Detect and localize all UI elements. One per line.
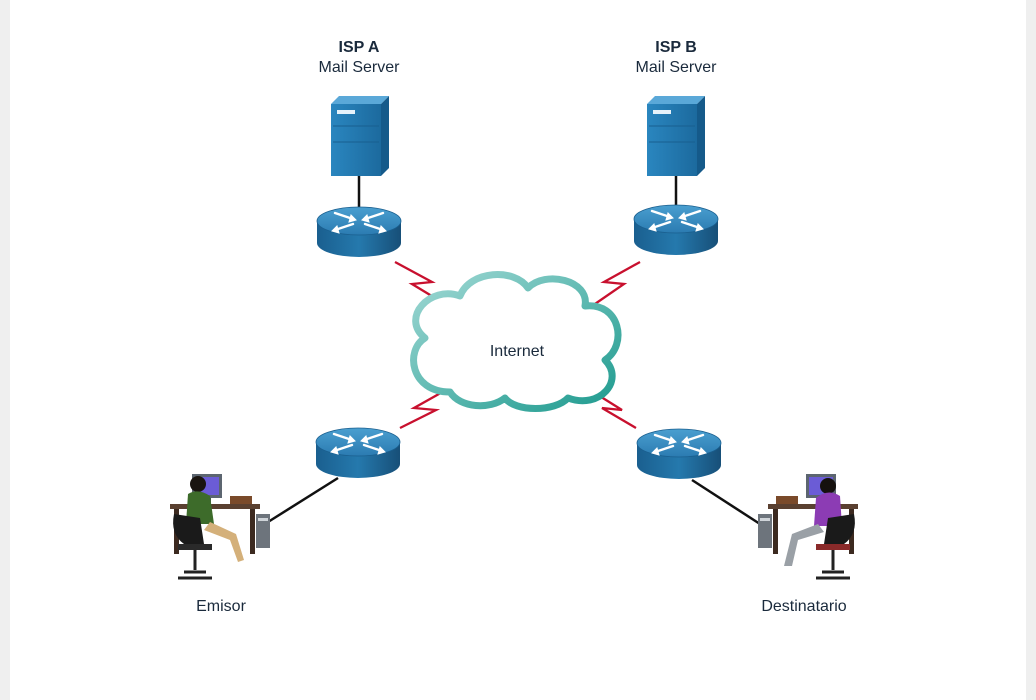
server-icon bbox=[646, 95, 706, 177]
workstation-icon bbox=[758, 474, 858, 580]
workstation-icon bbox=[170, 474, 270, 580]
wan-link-isp-a bbox=[394, 260, 446, 305]
isp-b-role: Mail Server bbox=[635, 59, 717, 76]
isp-b-label: ISP B Mail Server bbox=[596, 38, 756, 78]
wan-link-isp-b bbox=[591, 260, 641, 307]
router-icon bbox=[315, 205, 403, 259]
sender-label: Emisor bbox=[196, 598, 246, 615]
isp-a-label: ISP A Mail Server bbox=[279, 38, 439, 78]
wan-link-receiver bbox=[589, 389, 637, 429]
internet-label: Internet bbox=[489, 343, 545, 360]
router-icon bbox=[314, 426, 402, 480]
isp-b-name: ISP B bbox=[655, 39, 697, 56]
router-icon bbox=[632, 203, 720, 257]
isp-a-role: Mail Server bbox=[318, 59, 400, 76]
diagram-canvas: ISP A Mail Server ISP B Mail Server Inte… bbox=[10, 0, 1026, 700]
receiver-label: Destinatario bbox=[761, 598, 847, 615]
server-icon bbox=[330, 95, 390, 177]
cloud-icon bbox=[410, 271, 622, 412]
router-icon bbox=[635, 427, 723, 481]
isp-a-name: ISP A bbox=[338, 39, 380, 56]
wan-link-sender bbox=[399, 388, 447, 430]
network-diagram bbox=[170, 95, 858, 580]
